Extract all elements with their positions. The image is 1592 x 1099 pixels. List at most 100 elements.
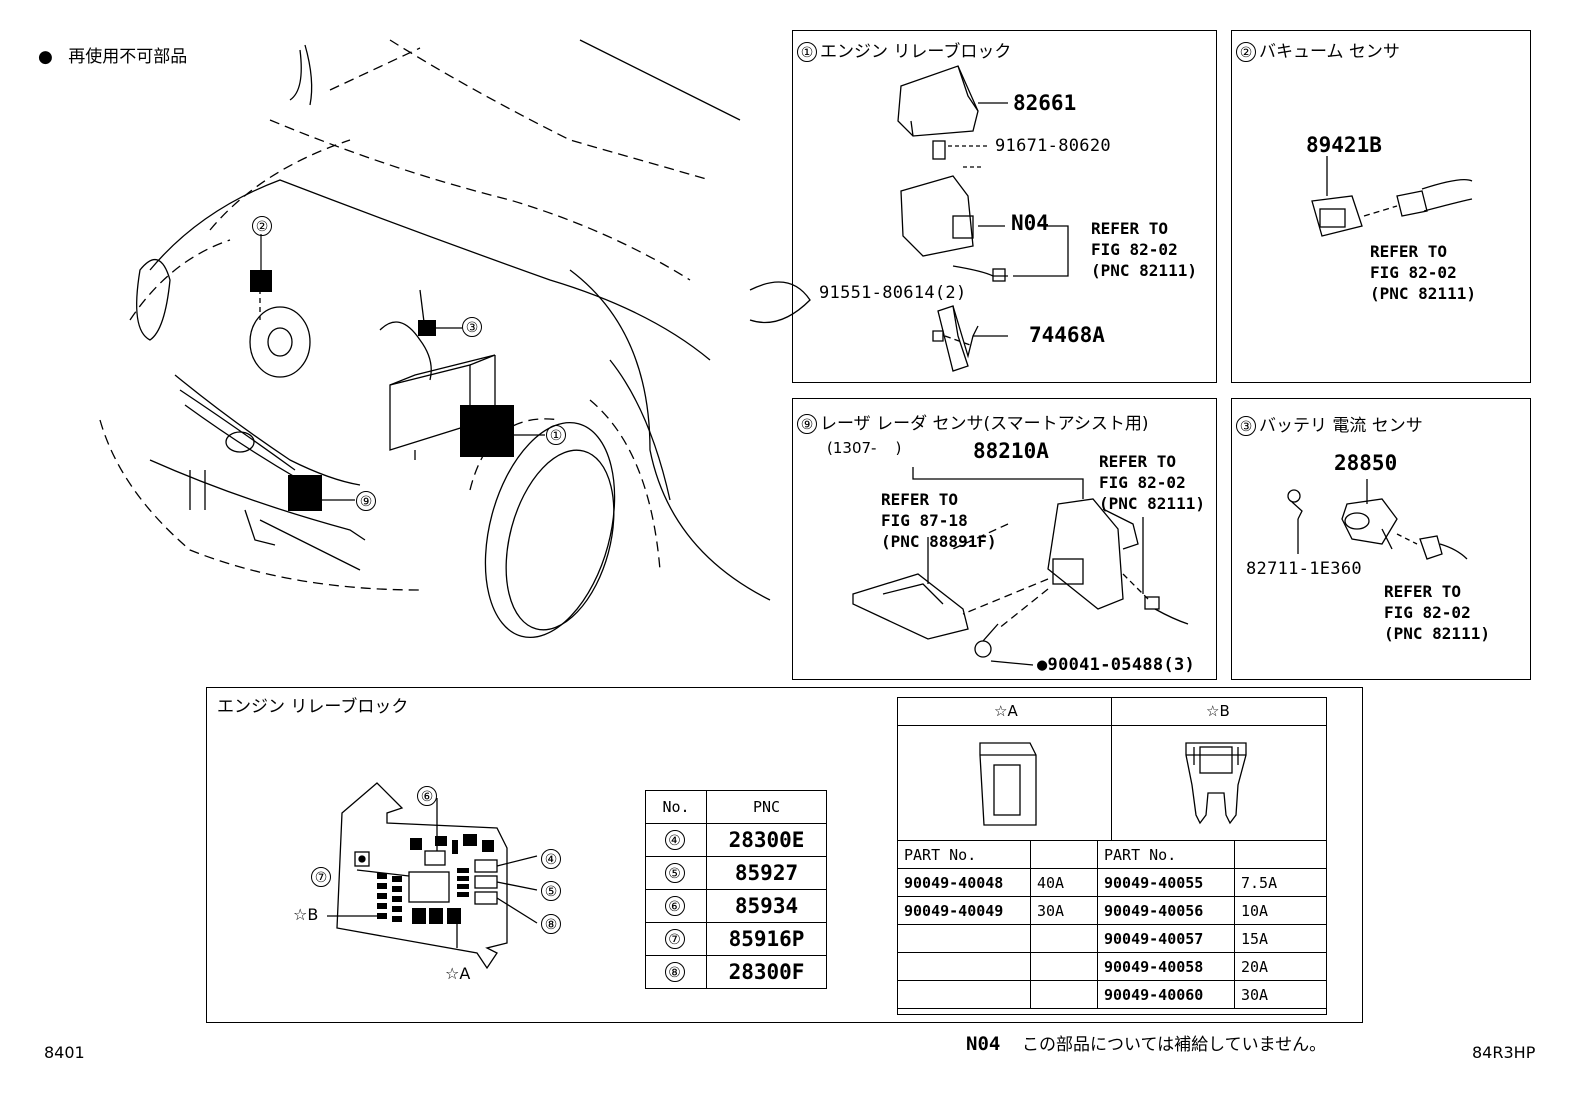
panel3-ref: REFER TO FIG 82-02 (PNC 82111) [1384, 582, 1490, 643]
pnc-value: 28300E [706, 823, 827, 857]
relay-block-layout [327, 782, 538, 970]
pnc-value: 85934 [706, 889, 827, 923]
fuse-illustrations [979, 742, 1247, 826]
label-star-a: ☆A [445, 964, 471, 983]
legend-text: 再使用不可部品 [68, 47, 188, 67]
fuse-part-b: 90049-40055 [1097, 868, 1235, 897]
callout-1: ① [546, 424, 569, 445]
table-row: ⑦ 85916P [645, 922, 827, 956]
car-illustration [99, 39, 811, 639]
fuse-amp-a: 30A [1030, 896, 1098, 925]
fuse-part-a [897, 952, 1031, 981]
fuse-part-a [897, 924, 1031, 953]
fuse-amp-a: 40A [1030, 868, 1098, 897]
table-row: ⑧ 28300F [645, 955, 827, 989]
battery-sensor-drawing [1287, 479, 1468, 560]
pnc-value: 85927 [706, 856, 827, 890]
footer-illustration-id: 84R3HP [1472, 1043, 1536, 1062]
fuse-header-amp-b [1234, 840, 1327, 869]
fuse-amp-b: 30A [1234, 980, 1327, 1009]
pnc-no: ⑧ [645, 955, 707, 989]
part-74468a: 74468A [1029, 323, 1105, 347]
callout-3: ③ [462, 316, 485, 337]
fuse-part-a [897, 980, 1031, 1009]
fuse-header-part-b: PART No. [1097, 840, 1235, 869]
panel-relay-block-detail: エンジン リレーブロック [206, 687, 1363, 1023]
label-star-b: ☆B [293, 905, 319, 924]
radar-sensor-drawing [852, 467, 1189, 666]
part-82711-1e360: 82711-1E360 [1246, 559, 1362, 579]
table-row: 90049-40057 15A [897, 924, 1327, 953]
relay-detail-title: エンジン リレーブロック [217, 697, 409, 717]
table-row: ⑥ 85934 [645, 889, 827, 923]
part-28850: 28850 [1334, 451, 1398, 475]
pnc-no: ⑤ [645, 856, 707, 890]
fuse-part-b: 90049-40056 [1097, 896, 1235, 925]
part-91671-80620: 91671-80620 [995, 136, 1111, 156]
footer-fig-number: 8401 [44, 1043, 85, 1062]
pnc-table: No. PNC ④ 28300E ⑤ 85927 ⑥ 85934 ⑦ 85916… [645, 790, 827, 989]
fuse-header-row: PART No. PART No. [897, 840, 1327, 869]
footer-note-text: この部品については補給していません。 [1021, 1035, 1327, 1055]
footer-note: N04 この部品については補給していません。 [966, 1030, 1326, 1055]
part-90041-05488: ●90041-05488(3) [1037, 655, 1196, 675]
fuse-amp-b: 15A [1234, 924, 1327, 953]
part-88210a: 88210A [973, 439, 1049, 463]
fuse-part-b: 90049-40058 [1097, 952, 1235, 981]
table-row: ④ 28300E [645, 823, 827, 857]
fuse-amp-a [1030, 924, 1098, 953]
table-row: ⑤ 85927 [645, 856, 827, 890]
part-n04: N04 [1011, 211, 1049, 235]
label-6: ⑥ [417, 785, 440, 806]
fuse-part-a: 90049-40048 [897, 868, 1031, 897]
callout-9: ⑨ [356, 490, 379, 511]
table-row: 90049-40058 20A [897, 952, 1327, 981]
callout-2: ② [252, 215, 275, 236]
pnc-header-no: No. [645, 790, 707, 824]
fuse-header-amp-a [1030, 840, 1098, 869]
footer-note-code: N04 [966, 1033, 1001, 1055]
panel9-ref-left: REFER TO FIG 87-18 (PNC 88891F) [881, 490, 997, 551]
pnc-no: ⑦ [645, 922, 707, 956]
pnc-no: ④ [645, 823, 707, 857]
panel1-ref: REFER TO FIG 82-02 (PNC 82111) [1091, 219, 1197, 280]
legend: ● 再使用不可部品 [38, 42, 187, 67]
pnc-value: 85916P [706, 922, 827, 956]
label-5: ⑤ [541, 880, 564, 901]
fuse-part-a: 90049-40049 [897, 896, 1031, 925]
pnc-header-pnc: PNC [706, 790, 827, 824]
panel9-ref-right: REFER TO FIG 82-02 (PNC 82111) [1099, 452, 1205, 513]
vacuum-sensor-drawing [1311, 156, 1473, 237]
fuse-type-a: ☆A [994, 702, 1018, 720]
table-row: 90049-40060 30A [897, 980, 1327, 1009]
legend-bullet: ● [38, 47, 53, 67]
pnc-header-row: No. PNC [645, 790, 827, 824]
panel2-ref: REFER TO FIG 82-02 (PNC 82111) [1370, 242, 1476, 303]
label-8: ⑧ [541, 913, 564, 934]
label-7: ⑦ [311, 866, 334, 887]
fuse-amp-b: 10A [1234, 896, 1327, 925]
table-row: 90049-40048 40A 90049-40055 7.5A [897, 868, 1327, 897]
fuse-type-b: ☆B [1206, 702, 1230, 720]
fuse-header-part-a: PART No. [897, 840, 1031, 869]
fuse-part-b: 90049-40060 [1097, 980, 1235, 1009]
relay-block-drawing [897, 65, 1069, 372]
pnc-no: ⑥ [645, 889, 707, 923]
table-row: 90049-40049 30A 90049-40056 10A [897, 896, 1327, 925]
pnc-value: 28300F [706, 955, 827, 989]
part-91551-80614: 91551-80614(2) [819, 283, 967, 303]
fuse-amp-b: 20A [1234, 952, 1327, 981]
label-4: ④ [541, 848, 564, 869]
fuse-amp-a [1030, 980, 1098, 1009]
fuse-table: PART No. PART No. 90049-40048 40A 90049-… [897, 840, 1327, 1009]
fuse-amp-b: 7.5A [1234, 868, 1327, 897]
part-82661: 82661 [1013, 91, 1077, 115]
